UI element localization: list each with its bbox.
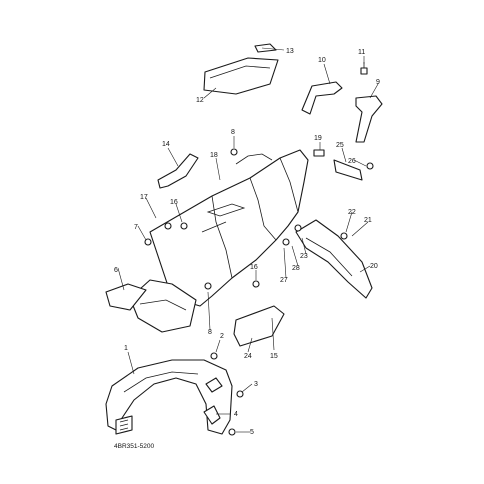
callout-8-lower: 8 [208,329,212,336]
callout-15: 15 [270,353,278,360]
part-12-pad [203,43,279,95]
callout-27: 27 [280,277,288,284]
part-20-side-cover [295,219,373,299]
tail-box [129,279,197,333]
fasteners [144,148,374,436]
part-4-stay [203,405,221,425]
callout-14: 14 [162,141,170,148]
callout-16-right: 16 [250,264,258,271]
callout-17: 17 [140,194,148,201]
callout-1: 1 [124,345,128,352]
callout-9: 9 [376,79,380,86]
part-3-stay [205,377,223,393]
emblem-icon [115,415,133,435]
callout-10: 10 [318,57,326,64]
part-24-bracket [233,305,285,347]
part-6-flap [105,283,147,311]
callout-labels: 1 2 3 4 5 6 7 8 8 9 10 11 12 13 14 15 16… [114,48,380,436]
callout-3: 3 [254,381,258,388]
leader-lines [117,47,379,433]
callout-19: 19 [314,135,322,142]
callout-11: 11 [358,49,365,56]
callout-20: 20 [370,263,378,270]
part-9-side-bracket [355,95,383,143]
callout-5: 5 [250,429,254,436]
callout-23: 23 [300,253,308,260]
callout-24: 24 [244,353,252,360]
drawing-code: 4BR351-5200 [114,443,154,450]
callout-4: 4 [234,411,238,418]
callout-18: 18 [210,152,218,159]
callout-28: 28 [292,265,300,272]
callout-2: 2 [220,333,224,340]
callout-7: 7 [134,224,138,231]
part-14-bracket [157,153,199,189]
callout-8-upper: 8 [231,129,235,136]
callout-6: 6 [114,267,118,274]
callout-22: 22 [348,209,356,216]
callout-26: 26 [348,158,356,165]
callout-16-left: 16 [170,199,178,206]
callout-12: 12 [196,97,204,104]
callout-21: 21 [364,217,372,224]
part-10-grab-handle [301,81,343,115]
callout-25: 25 [336,142,344,149]
callout-13: 13 [286,48,294,55]
